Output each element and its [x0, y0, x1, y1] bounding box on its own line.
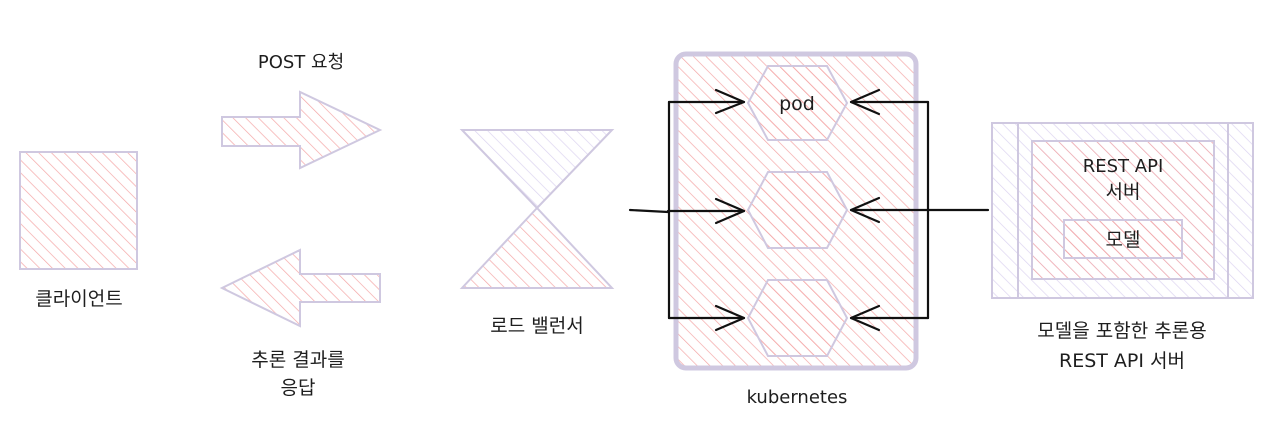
pod-hexagon-middle	[746, 171, 849, 249]
server-description-line1: 모델을 포함한 추론용	[1037, 320, 1206, 342]
model-label: 모델	[1106, 229, 1141, 251]
kubernetes-cluster: kubernetes pod	[673, 51, 919, 408]
load-balancer-top-triangle	[459, 129, 615, 210]
server-description-line2: REST API 서버	[1059, 350, 1185, 372]
model-box	[1063, 219, 1183, 259]
rest-api-label-line2: 서버	[1106, 181, 1141, 203]
load-balancer-label: 로드 밸런서	[490, 315, 583, 337]
load-balancer-node: 로드 밸런서	[459, 129, 615, 337]
post-request-label: POST 요청	[258, 52, 344, 73]
response-arrow: 추론 결과를 응답	[219, 248, 381, 399]
rest-api-server-node: REST API 서버 모델 모델을 포함한 추론용 REST API 서버	[991, 122, 1254, 372]
load-balancer-bottom-triangle	[459, 206, 615, 289]
request-arrow-shape	[221, 90, 383, 170]
lb-to-pods-connector	[628, 88, 746, 332]
response-arrow-shape	[219, 248, 381, 328]
response-label-line2: 응답	[281, 377, 316, 399]
client-box	[19, 151, 138, 270]
client-label: 클라이언트	[35, 288, 122, 310]
pod-label: pod	[779, 93, 815, 115]
request-arrow: POST 요청	[221, 52, 383, 170]
client-node: 클라이언트	[19, 151, 138, 310]
kubernetes-label: kubernetes	[747, 387, 848, 408]
response-label-line1: 추론 결과를	[251, 349, 344, 371]
rest-api-label-line1: REST API	[1083, 156, 1164, 177]
server-to-pods-connector	[849, 88, 990, 332]
pod-hexagon-top	[746, 65, 849, 141]
pod-hexagon-bottom	[746, 279, 849, 357]
